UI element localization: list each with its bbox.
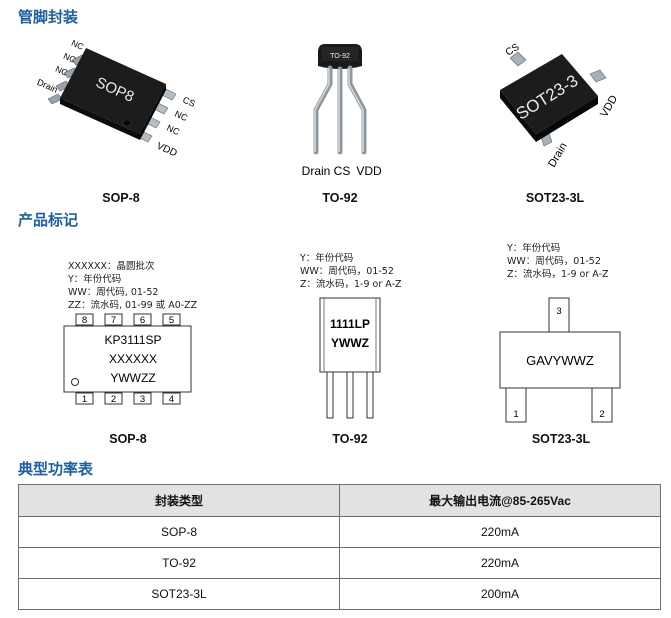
sot23-marking-legend: Y：年份代码 WW：周代码，01-52 Z：流水码，1-9 or A-Z [507,242,609,281]
package-caption-sop8: SOP-8 [102,191,140,205]
sop8-pin-number: 6 [140,315,145,326]
legend-line: XXXXXX：晶圆批次 [68,261,155,272]
to92-pin-label: VDD [356,164,382,178]
sop8-mark-line: XXXXXX [109,352,157,366]
sop8-marking-legend: XXXXXX：晶圆批次 Y：年份代码 WW：周代码, 01-52 ZZ：流水码,… [68,260,197,312]
table-row: SOP-8 220mA [18,516,661,548]
legend-line: WW：周代码，01-52 [507,256,601,267]
sot23-package-drawing: SOT23-3 CS VDD Drain [500,42,620,170]
table-header: 最大输出电流@85-265Vac [339,484,661,517]
marking-caption-sop8: SOP-8 [109,432,147,446]
legend-line: Z：流水码，1-9 or A-Z [300,279,402,290]
table-cell: 220mA [339,547,661,579]
table-header: 封装类型 [18,484,340,517]
legend-line: Y：年份代码 [68,274,122,285]
sop8-pin-label: Drain [36,77,59,95]
package-caption-sot23: SOT23-3L [525,191,585,205]
legend-line: Z：流水码，1-9 or A-Z [507,269,609,280]
sot23-pin-label: Drain [546,141,570,170]
sop8-pin-label: NC [70,38,85,52]
sot23-marking-drawing: 3 1 2 GAVYWWZ [499,297,621,423]
legend-line: Y：年份代码 [507,243,561,254]
sop8-pin-number: 2 [111,394,116,405]
legend-line: WW：周代码, 01-52 [68,287,159,298]
section-title-power: 典型功率表 [18,460,94,478]
legend-line: WW：周代码，01-52 [300,266,394,277]
to92-mark-line: YWWZ [331,336,369,350]
section-title-package: 管脚封装 [18,8,79,26]
sop8-pin-label: NC [165,123,181,138]
package-caption-to92: TO-92 [322,191,358,205]
sop8-pin-number: 7 [111,315,116,326]
to92-body-text: TO-92 [330,53,350,60]
sop8-package-drawing: SOP8 NC NC NC Drain CS NC NC VDD [36,38,197,160]
sop8-pin-number: 8 [82,315,87,326]
sot23-pin-number: 2 [599,409,604,420]
sop8-pin-label: NC [54,64,69,78]
table-cell: SOP-8 [18,516,340,548]
table-cell: 220mA [339,516,661,548]
table-row: SOT23-3L 200mA [18,578,661,610]
sop8-pin-number: 4 [169,394,174,405]
sop8-mark-line: YWWZZ [110,371,155,385]
sot23-pin-number: 1 [513,409,518,420]
section-title-marking: 产品标记 [18,211,79,229]
table-header-row: 封装类型 最大输出电流@85-265Vac [18,484,661,517]
sop8-pin-number: 3 [140,394,145,405]
sot23-pin-number: 3 [556,306,561,317]
sop8-pin-label: NC [62,51,77,65]
to92-pin-label: Drain [302,164,331,178]
legend-line: Y：年份代码 [300,253,354,264]
sot23-mark-line: GAVYWWZ [526,353,594,368]
table-cell: 200mA [339,578,661,610]
to92-marking-drawing: 1111LP YWWZ [319,297,381,419]
to92-mark-line: 1111LP [330,317,370,331]
sop8-pin-number: 1 [82,394,87,405]
marking-caption-to92: TO-92 [332,432,368,446]
table-cell: TO-92 [18,547,340,579]
sop8-marking-drawing: 8 7 6 5 1 2 3 4 KP3111SP XXXXXX YWWZZ [63,313,192,405]
to92-pin-label: CS [334,164,351,178]
table-row: TO-92 220mA [18,547,661,579]
table-cell: SOT23-3L [18,578,340,610]
sop8-pin-label: CS [181,95,197,109]
to92-package-drawing: TO-92 Drain CS VDD [302,44,382,178]
sop8-pin-label: NC [173,109,189,124]
to92-marking-legend: Y：年份代码 WW：周代码，01-52 Z：流水码，1-9 or A-Z [300,252,402,291]
sop8-pin-label: VDD [155,141,179,160]
legend-line: ZZ：流水码, 01-99 或 A0-ZZ [68,300,198,311]
sop8-mark-line: KP3111SP [105,333,162,347]
marking-caption-sot23: SOT23-3L [531,432,591,446]
power-table: 封装类型 最大输出电流@85-265Vac SOP-8 220mA TO-92 … [18,484,661,610]
sot23-pin-label: VDD [598,93,620,119]
sop8-pin-number: 5 [169,315,174,326]
